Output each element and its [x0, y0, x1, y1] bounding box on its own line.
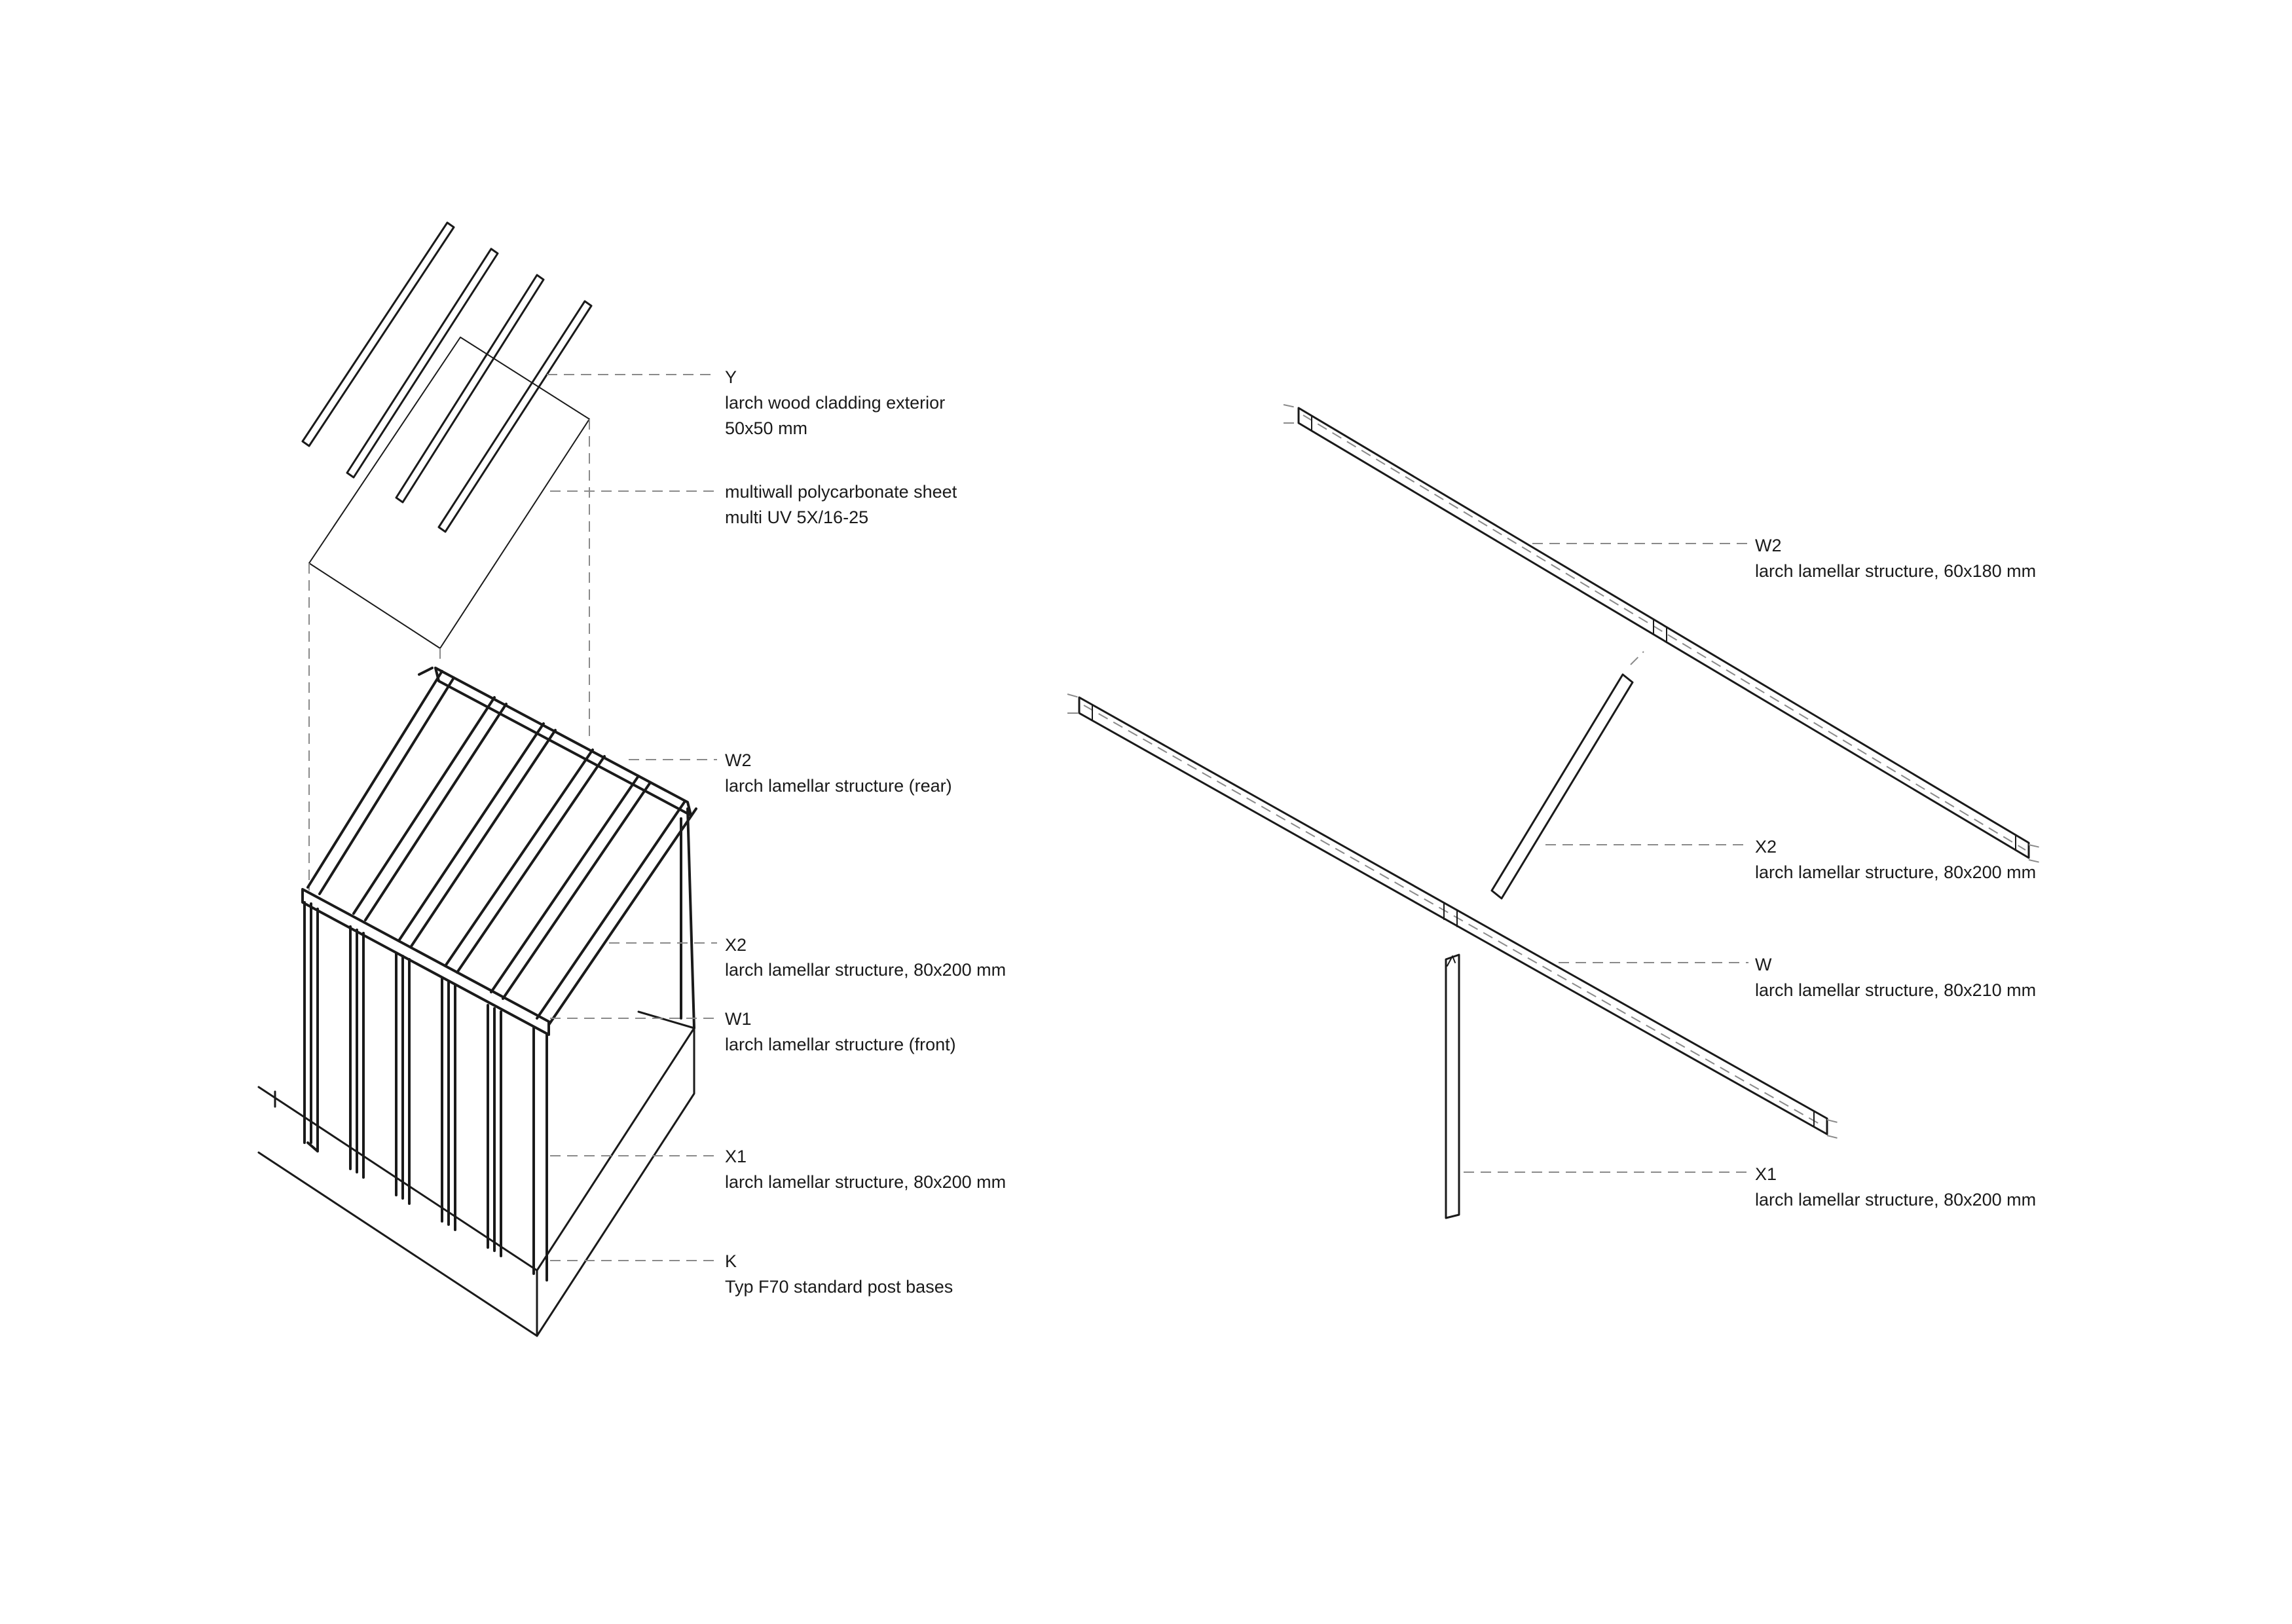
post-x1-member [1445, 953, 1460, 1219]
label-r-x1-code: X1 [1755, 1164, 1777, 1184]
beam-w-member [1067, 693, 1841, 1139]
label-r-x2-code: X2 [1755, 837, 1777, 857]
label-polycarbonate-line1: multiwall polycarbonate sheet [725, 482, 957, 502]
posts-x1 [303, 901, 548, 1282]
left-labels: Y larch wood cladding exterior 50x50 mm … [725, 367, 1006, 1297]
label-r-x1-line1: larch lamellar structure, 80x200 mm [1755, 1190, 2036, 1209]
beam-w2-member [1283, 404, 2044, 864]
cladding-battens [301, 221, 593, 533]
label-r-w2-code: W2 [1755, 536, 1782, 555]
concrete-base [257, 1010, 695, 1337]
label-w2-line1: larch lamellar structure (rear) [725, 776, 952, 796]
rafter-x2-member [1490, 651, 1644, 900]
label-x2-code: X2 [725, 935, 747, 955]
label-r-w2-line1: larch lamellar structure, 60x180 mm [1755, 561, 2036, 581]
right-labels: W2 larch lamellar structure, 60x180 mm X… [1755, 536, 2036, 1209]
right-axonometric: W2 larch lamellar structure, 60x180 mm X… [1067, 404, 2044, 1219]
label-k-code: K [725, 1251, 737, 1271]
roof-rafters [306, 670, 697, 1026]
left-leaders [547, 374, 717, 1261]
front-beam-w1 [301, 888, 550, 1036]
label-y-line2: 50x50 mm [725, 418, 807, 438]
label-polycarbonate-line2: multi UV 5X/16-25 [725, 507, 868, 527]
rear-beam-w2 [418, 667, 695, 1029]
label-r-w-line1: larch lamellar structure, 80x210 mm [1755, 980, 2036, 1000]
label-w1-line1: larch lamellar structure (front) [725, 1035, 956, 1054]
label-r-x2-line1: larch lamellar structure, 80x200 mm [1755, 862, 2036, 882]
label-x1-code: X1 [725, 1147, 747, 1166]
label-x1-line1: larch lamellar structure, 80x200 mm [725, 1172, 1006, 1192]
label-w1-code: W1 [725, 1009, 752, 1029]
label-r-w-code: W [1755, 955, 1772, 974]
label-k-line1: Typ F70 standard post bases [725, 1277, 953, 1297]
left-axonometric: Y larch wood cladding exterior 50x50 mm … [257, 221, 1006, 1337]
projection-lines [308, 419, 590, 891]
label-y-line1: larch wood cladding exterior [725, 393, 945, 413]
label-x2-line1: larch lamellar structure, 80x200 mm [725, 960, 1006, 980]
right-leaders [1464, 543, 1748, 1173]
label-w2-code: W2 [725, 750, 752, 770]
label-y-code: Y [725, 367, 737, 387]
